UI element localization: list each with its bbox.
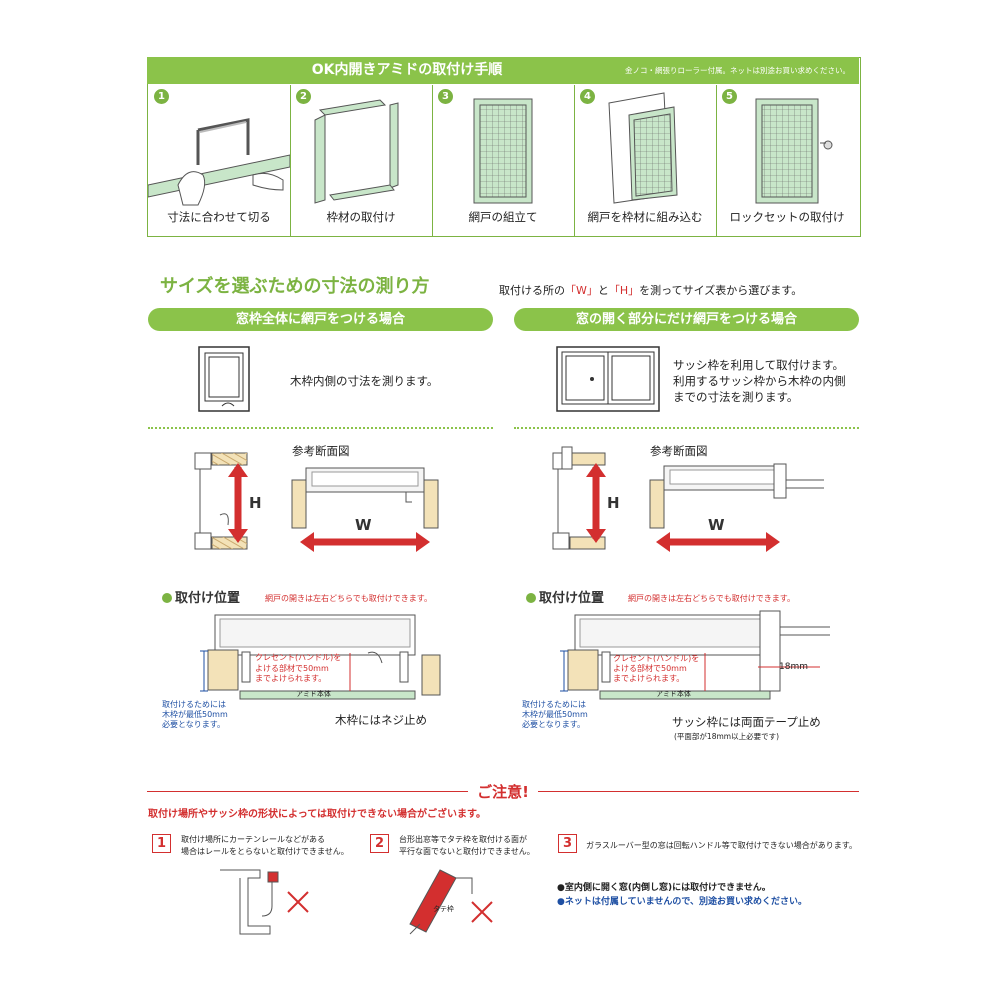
left-ref-label: 参考断面図 (292, 444, 350, 458)
caution-lead: 取付け場所やサッシ枠の形状によっては取付けできない場合がございます。 (148, 809, 486, 820)
caution-number: 2 (370, 834, 389, 853)
divider (514, 427, 859, 429)
subtitle-h: 「H」 (608, 284, 640, 297)
step-3: 3 網戸の組立て (432, 85, 575, 236)
left-position-diagram (200, 614, 441, 700)
caution-note-2: ●ネットは付属していませんので、別途お買い求めください。 (557, 897, 807, 907)
bay-window-illustration (409, 869, 493, 935)
steps-title: OK内開きアミドの取付け手順 (311, 62, 503, 78)
w-arrow (656, 532, 780, 552)
step-caption: 枠材の取付け (326, 210, 396, 224)
right-body-label: アミド本体 (656, 690, 691, 698)
left-crescent-1: クレセント(ハンドル)を (255, 653, 342, 662)
left-need-2: 木枠が最低50mm (162, 710, 228, 719)
right-fix-note: (平面部が18mm以上必要です) (674, 732, 780, 741)
w-arrow (300, 532, 430, 552)
screen-assembly-illustration (473, 98, 533, 204)
left-need-3: 必要となります。 (162, 720, 225, 729)
cut-illustration (148, 118, 290, 206)
step-caption: 網戸の組立て (468, 210, 538, 224)
step-caption: 網戸を枠材に組み込む (587, 210, 703, 224)
left-crescent-3: までよけられます。 (255, 674, 327, 683)
caution-1-text-2: 場合はレールをとらないと取付けできません。 (181, 847, 349, 856)
w-label: W (355, 516, 372, 534)
divider (148, 427, 493, 429)
h-arrow (228, 463, 248, 543)
position-title-text: 取付け位置 (175, 591, 241, 606)
step-5: 5 ロックセットの取付け (716, 85, 858, 236)
step-number: 3 (438, 89, 453, 104)
caution-note-1: ●室内側に開く窓(内倒し窓)には取付けできません。 (557, 883, 771, 893)
subtitle-text: と (597, 284, 609, 297)
left-desc: 木枠内側の寸法を測ります。 (290, 374, 439, 388)
right-position-note: 網戸の開きは左右どちらでも取付けできます。 (628, 594, 795, 603)
caution-title: ご注意! (468, 781, 538, 802)
subtitle-w: 「W」 (565, 284, 598, 297)
left-heading: 窓枠全体に網戸をつける場合 (148, 308, 493, 331)
right-crescent-1: クレセント(ハンドル)を (613, 654, 700, 663)
tate-frame-label: タテ枠 (433, 905, 454, 913)
steps-panel: 1 寸法に合わせて切る 2 枠材の取付け 3 網戸の組立て 4 網戸を枠材に組み… (147, 57, 861, 237)
right-position-diagram (560, 610, 830, 700)
subtitle-text: 取付ける所の (499, 284, 565, 297)
step-2: 2 枠材の取付け (290, 85, 433, 236)
right-need-2: 木枠が最低50mm (522, 710, 588, 719)
step-number: 1 (154, 89, 169, 104)
steps-header: OK内開きアミドの取付け手順 金ノコ・網張りローラー付属。ネットは別途お買い求め… (147, 57, 859, 84)
left-crescent-2: よける部材で50mm (255, 664, 329, 673)
step-number: 2 (296, 89, 311, 104)
right-heading: 窓の開く部分にだけ網戸をつける場合 (514, 308, 859, 331)
step-caption: 寸法に合わせて切る (167, 210, 271, 224)
left-position-note: 網戸の開きは左右どちらでも取付けできます。 (265, 594, 432, 603)
left-fix-label: 木枠にはネジ止め (335, 713, 427, 727)
left-need-1: 取付けるためには (162, 700, 226, 709)
right-mm-label: 18mm (779, 662, 808, 672)
steps-note: 金ノコ・網張りローラー付属。ネットは別途お買い求めください。 (625, 66, 850, 75)
frame-illustration (314, 99, 399, 204)
curtain-rail-illustration (220, 869, 309, 935)
caution-3-text: ガラスルーバー型の窓は回転ハンドル等で取付けできない場合があります。 (586, 841, 857, 850)
left-position-title: 取付け位置 (162, 587, 240, 606)
w-label: W (708, 516, 725, 534)
right-need-1: 取付けるためには (522, 700, 586, 709)
right-crescent-2: よける部材で50mm (613, 664, 687, 673)
right-desc-1: サッシ枠を利用して取付けます。 (673, 358, 845, 372)
caution-2-text-1: 台形出窓等でタテ枠を取付ける面が (399, 835, 527, 844)
step-number: 4 (580, 89, 595, 104)
caution-number: 1 (152, 834, 171, 853)
right-desc-3: までの寸法を測ります。 (673, 390, 799, 404)
right-ref-label: 参考断面図 (650, 444, 708, 458)
lockset-illustration (755, 98, 833, 204)
measure-subtitle: 取付ける所の「W」と「H」を測ってサイズ表から選びます。 (499, 282, 802, 298)
sash-window-icon (556, 346, 660, 412)
step-4: 4 網戸を枠材に組み込む (574, 85, 717, 236)
left-horizontal-section (291, 467, 439, 529)
wood-window-icon (198, 346, 250, 412)
left-body-label: アミド本体 (296, 690, 331, 698)
measure-title: サイズを選ぶための寸法の測り方 (160, 276, 430, 297)
subtitle-text: を測ってサイズ表から選びます。 (639, 284, 803, 297)
caution-1-text-1: 取付け場所にカーテンレールなどがある (181, 835, 325, 844)
right-need-3: 必要となります。 (522, 720, 585, 729)
h-arrow (586, 463, 606, 543)
step-number: 5 (722, 89, 737, 104)
insert-screen-illustration (608, 92, 678, 204)
h-label: H (249, 494, 262, 512)
right-desc-2: 利用するサッシ枠から木枠の内側 (673, 374, 846, 388)
right-crescent-3: までよけられます。 (613, 674, 685, 683)
caution-2-text-2: 平行な面でないと取付けできません。 (399, 847, 535, 856)
right-horizontal-section (649, 463, 824, 529)
caution-number: 3 (558, 834, 577, 853)
position-title-text: 取付け位置 (539, 591, 605, 606)
right-position-title: 取付け位置 (526, 587, 604, 606)
step-1: 1 寸法に合わせて切る (148, 85, 291, 236)
step-caption: ロックセットの取付け (729, 210, 845, 224)
bullet-icon (526, 593, 536, 603)
right-fix-label: サッシ枠には両面テープ止め (672, 715, 821, 729)
bullet-icon (162, 593, 172, 603)
h-label: H (607, 494, 620, 512)
